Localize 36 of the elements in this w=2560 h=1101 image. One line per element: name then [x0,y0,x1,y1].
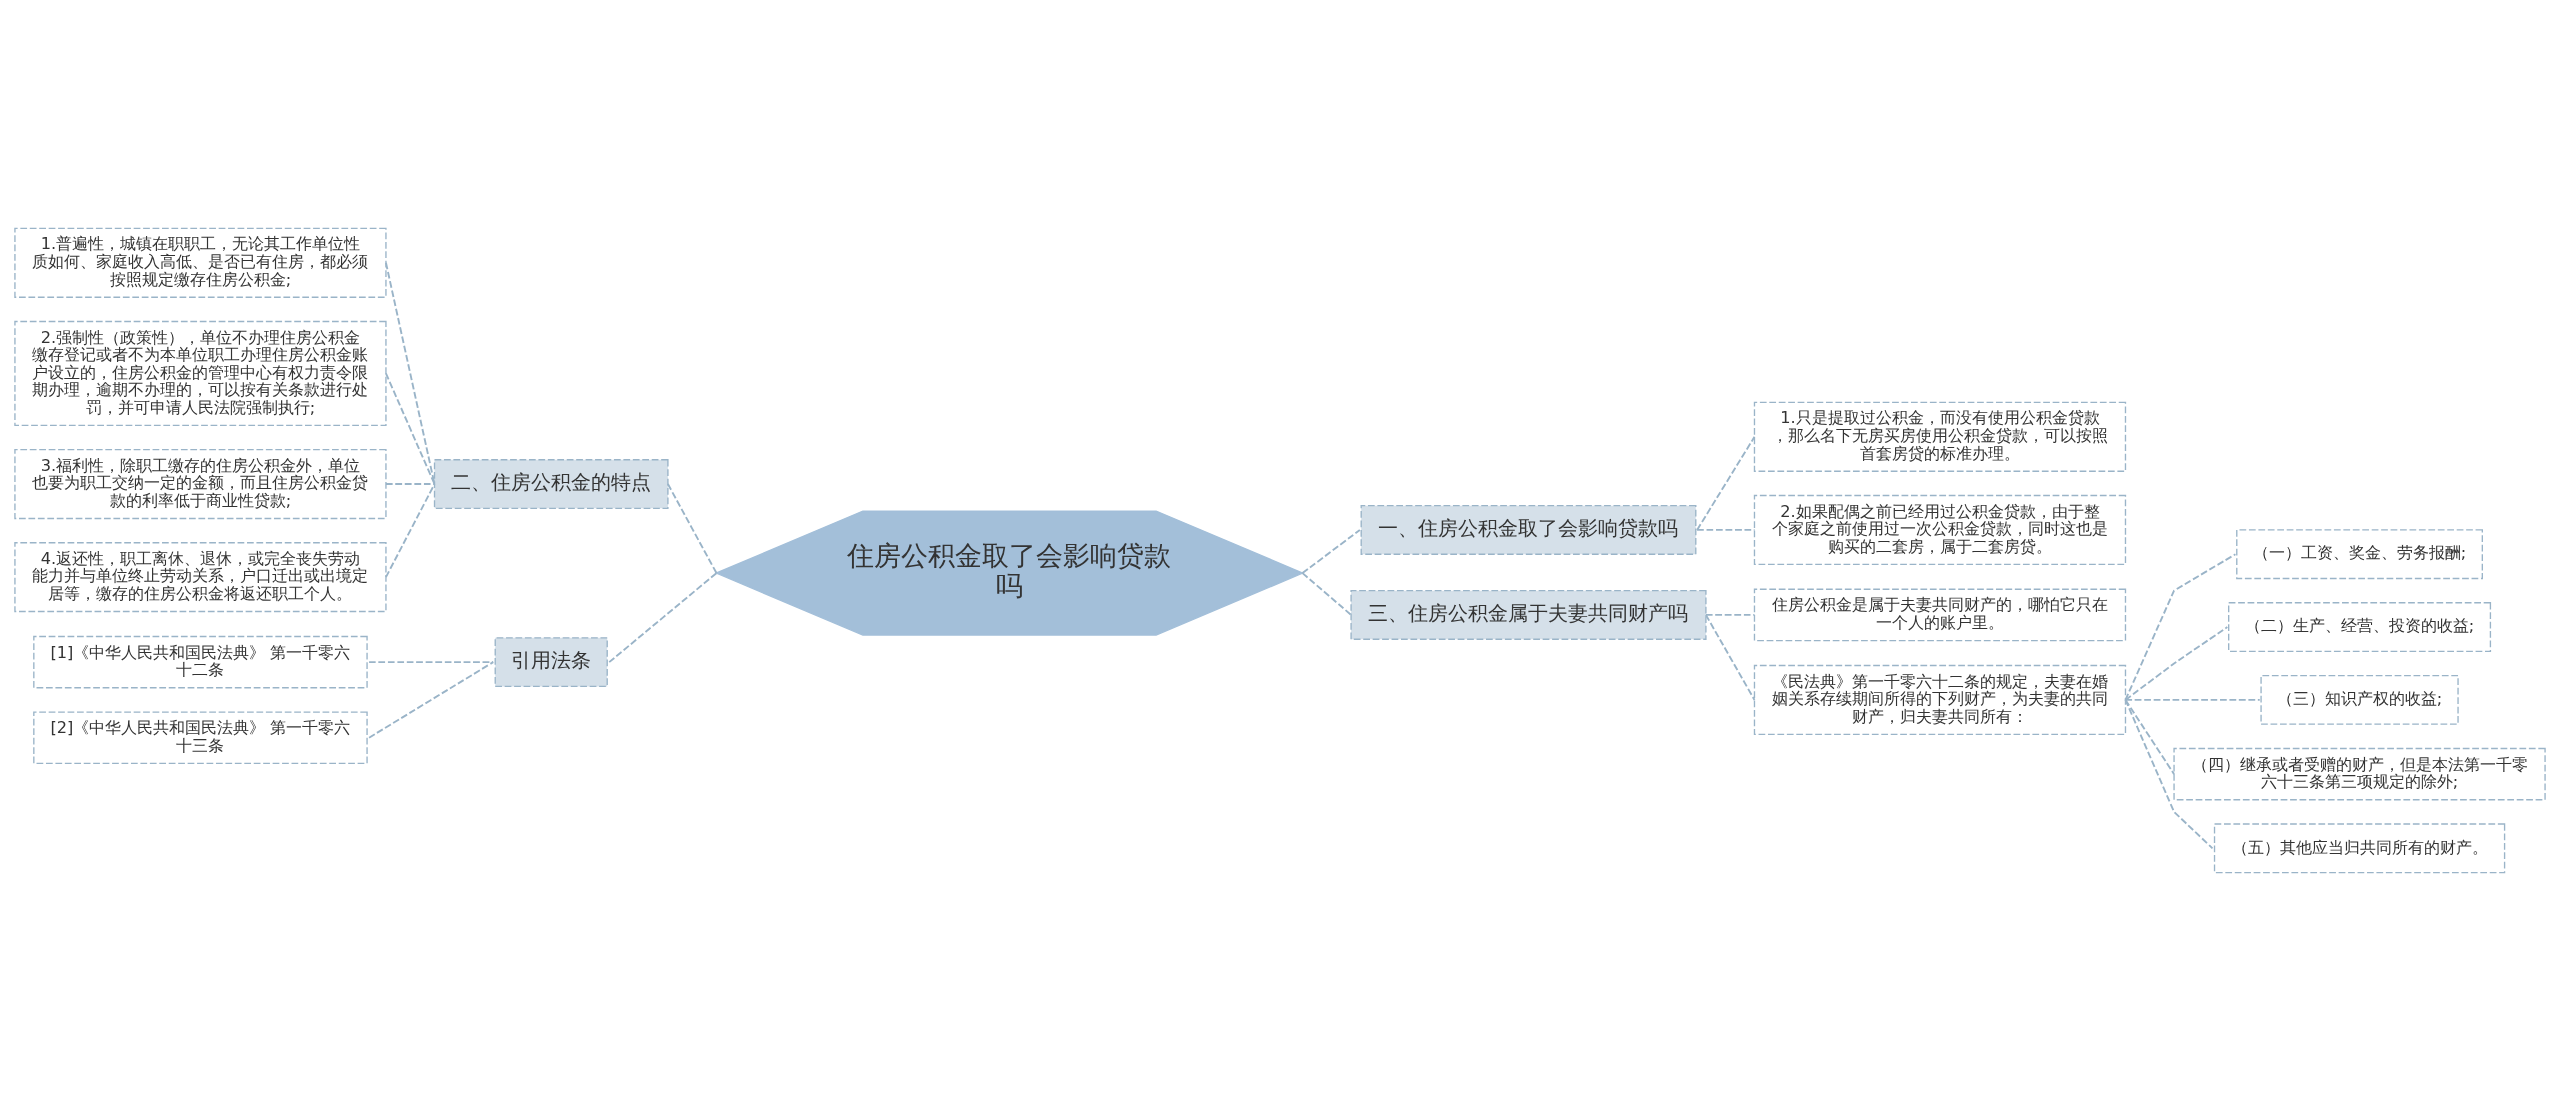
connector [1696,435,1756,531]
node-box: 一、住房公积金取了会影响贷款吗 [1360,504,1697,555]
node-box: 住房公积金是属于夫妻共同财产的，哪怕它只在一个人的账户里。 [1753,588,2127,642]
connector [1301,529,1361,575]
node-box: （一）工资、奖金、劳务报酬; [2236,529,2483,580]
node-box: 3.福利性，除职工缴存的住房公积金外，单位也要为职工交纳一定的金额，而且住房公积金贷款的利率低于商业性贷款; [14,448,387,520]
connector [1301,572,1353,616]
connector [2124,698,2175,776]
node-box: （二）生产、经营、投资的收益; [2228,602,2492,653]
connector [385,483,436,485]
node-box: [2]《中华人民共和国民法典》 第一千零六十三条 [33,711,368,764]
node-box: 1.只是提取过公积金，而没有使用公积金贷款，那么名下无房买房使用公积金贷款，可以按照首套房贷的标准办理。 [1753,401,2127,472]
node-box: 二、住房公积金的特点 [433,459,669,509]
node-box: 2.强制性（政策性），单位不办理住房公积金缴存登记或者不为本单位职工办理住房公积金账户设立的，住房公积金的管理中心有权力责令限期办理，逾期不办理的，可以按有关条款进行处罚，并可申请人民法院强制执行; [14,320,387,427]
connector [2124,553,2237,701]
connector [1704,613,1756,616]
node-box: 引用法条 [494,637,608,688]
node-box: 4.返还性，职工离休、退休，或完全丧失劳动能力并与单位终止劳动关系，户口迁出或出境定居等，缴存的住房公积金将返还职工个人。 [14,542,387,613]
node-box: （四）继承或者受赠的财产，但是本法第一千零六十三条第三项规定的除外; [2173,747,2546,801]
connector [1704,613,1756,701]
connector [608,572,718,664]
node-box: （五）其他应当归共同所有的财产。 [2213,823,2506,874]
connector [385,261,436,485]
connector [666,483,718,575]
node-box: 2.如果配偶之前已经用过公积金贷款，由于整个家庭之前使用过一次公积金贷款，同时这也是购买的二套房，属于二套房贷。 [1753,494,2127,565]
node-box: [1]《中华人民共和国民法典》 第一千零六十二条 [33,635,368,689]
node-box: 1.普遍性，城镇在职职工，无论其工作单位性质如何、家庭收入高低、是否已有住房，都必须按照规定缴存住房公积金; [14,227,387,298]
node-box: 三、住房公积金属于夫妻共同财产吗 [1350,589,1707,640]
connector [2124,698,2261,701]
node-box: （三）知识产权的收益; [2260,674,2459,725]
node-box: 《民法典》第一千零六十二条的规定，夫妻在婚姻关系存续期间所得的下列财产，为夫妻的共同财产，归夫妻共同所有： [1753,664,2127,735]
connector [385,372,436,485]
connector [2124,698,2214,850]
connector [385,483,436,579]
connector [2124,626,2229,701]
connector [368,661,495,739]
